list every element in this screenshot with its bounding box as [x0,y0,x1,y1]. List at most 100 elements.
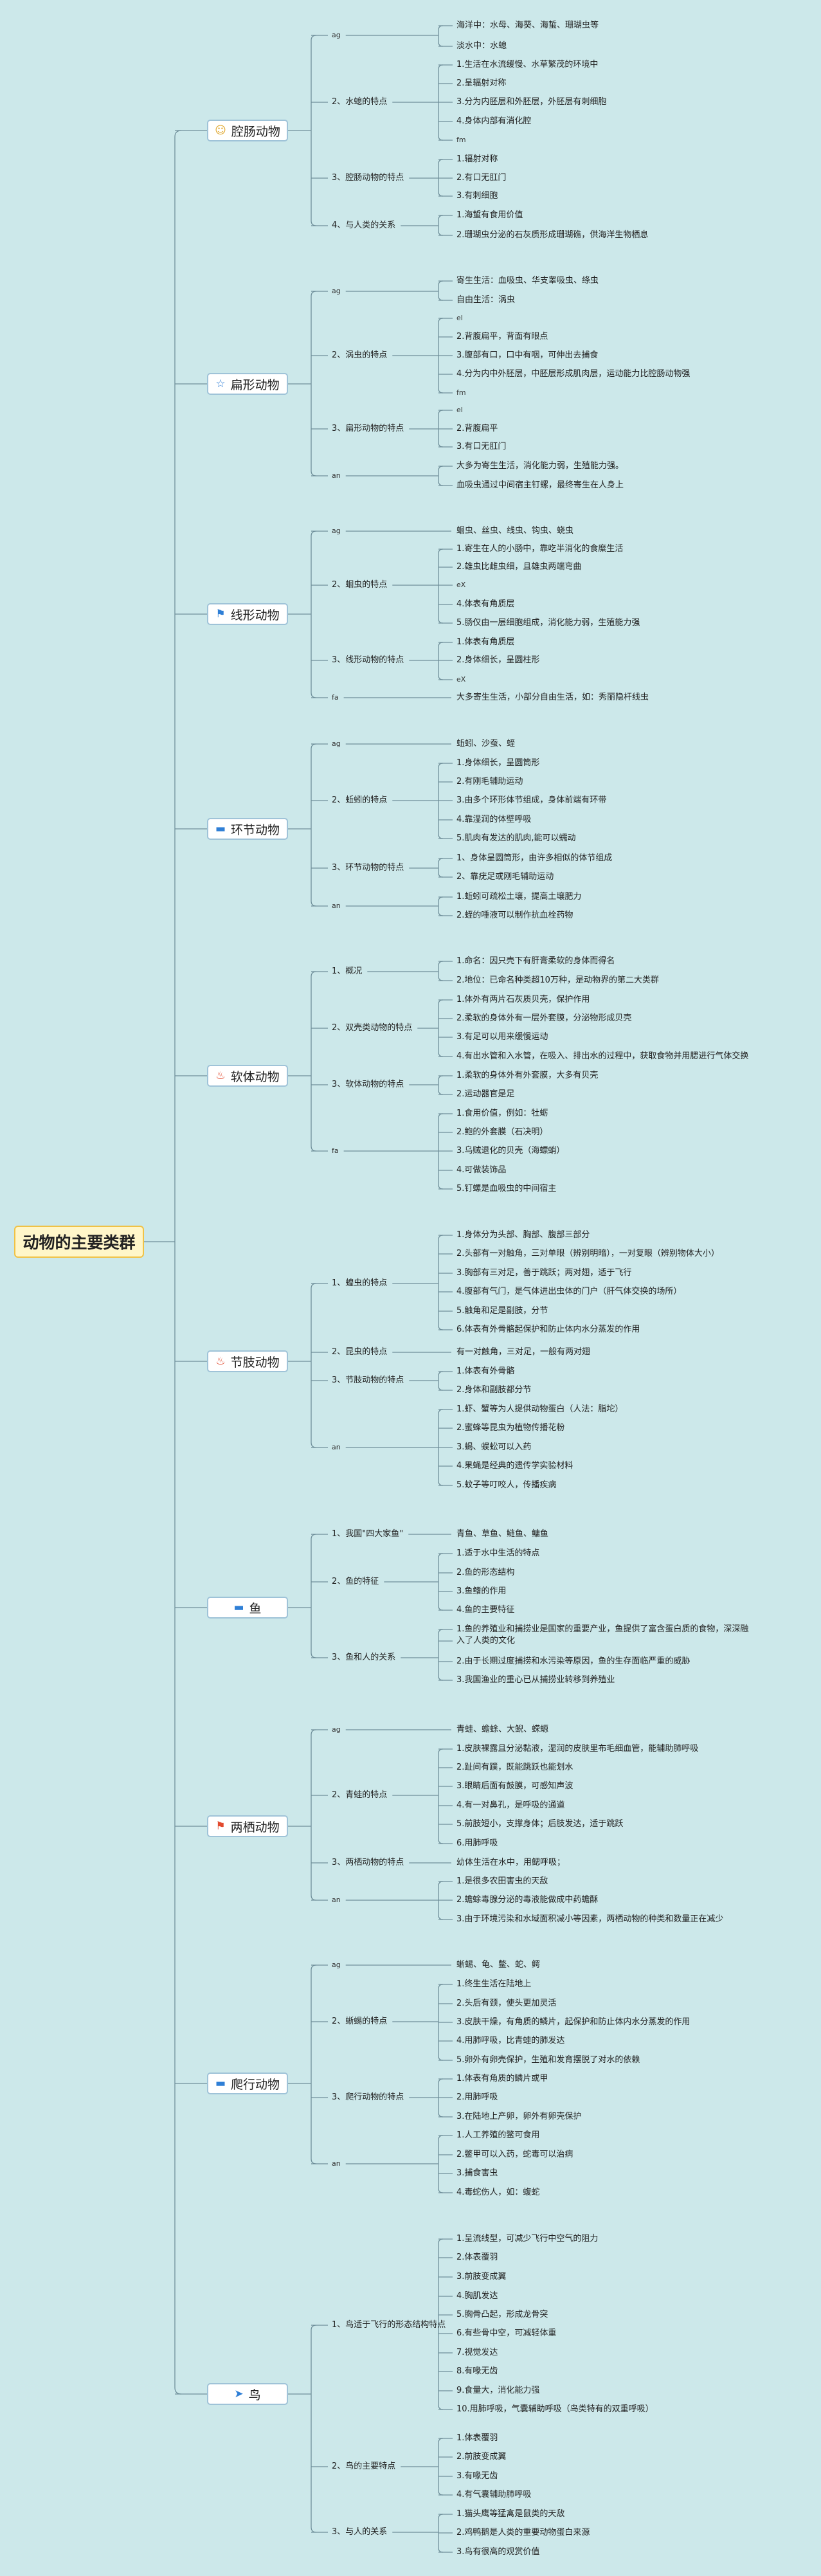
category-node: ☺腔肠动物 [207,120,288,141]
leaf-item: 5.肠仅由一层细胞组成，消化能力弱，生殖能力强 [456,618,640,628]
connector-line [174,130,182,2395]
leaf-item: 2.雄虫比雌虫细，且雄虫两端弯曲 [456,562,582,572]
leaf-item: 2.前肢变成翼 [456,2452,507,2462]
flag-red-icon: ⚑ [215,1819,226,1833]
leaf-item: 3.乌贼退化的贝壳（海螵蛸） [456,1146,565,1156]
leaf-item: 5.钉螺是血吸虫的中间宿主 [456,1184,557,1193]
leaf-item: 4.有一对鼻孔，是呼吸的通道 [456,1800,565,1810]
leaf-item: 6.用肺呼吸 [456,1838,498,1848]
section-label: ag [332,739,341,748]
root-node: 动物的主要类群 [14,1226,144,1258]
leaf-item: 自由生活：涡虫 [456,295,516,305]
leaf-item: 6.体表有外骨骼起保护和防止体内水分蒸发的作用 [456,1325,640,1334]
section-label: 2、双壳类动物的特点 [332,1023,413,1033]
connector-line [311,291,317,476]
leaf-item: 4.用肺呼吸，比青蛙的肺发达 [456,2036,565,2045]
connector-line [438,1748,444,1844]
leaf-item: 1.猫头鹰等猛禽是鼠类的天敌 [456,2509,565,2519]
category-label: 线形动物 [230,608,280,622]
leaf-item: 2.蟾蜍毒腺分泌的毒液能做成中药蟾酥 [456,1895,599,1905]
leaf-item: eX [456,581,466,589]
leaf-item: 2.有刚毛辅助运动 [456,777,523,786]
section-label: 3、与人的关系 [332,2527,388,2537]
leaf-item: 有一对触角，三对足，一般有两对翅 [456,1347,591,1357]
connector-line [311,1964,317,2164]
leaf-item: 4.毒蛇伤人，如：蝮蛇 [456,2188,540,2197]
leaf-item: 蛔虫、丝虫、线虫、钩虫、蛲虫 [456,526,574,536]
bars-icon: ▬ [233,1601,244,1614]
section-label: an [332,1896,341,1904]
leaf-item: 1.蚯蚓可疏松土壤，提高土壤肥力 [456,892,582,902]
section-label: 2、涡虫的特点 [332,350,388,360]
section-label: ag [332,1961,341,1969]
leaf-item: 1.终生生活在陆地上 [456,1979,532,1989]
section-label: ag [332,1725,341,1734]
connector-line [438,2135,444,2193]
section-label: an [332,471,341,480]
connector-line [311,35,317,226]
leaf-item: 大多为寄生生活，消化能力弱，生殖能力强。 [456,461,624,471]
connector-line [438,549,444,624]
leaf-item: 1.适于水中生活的特点 [456,1548,540,1558]
leaf-item: 5.前肢短小，支撑身体；后肢发达，适于跳跃 [456,1819,624,1829]
leaf-item: 1.辐射对称 [456,154,498,164]
leaf-item: 蚯蚓、沙蚕、蛭 [456,739,516,748]
leaf-item: 10.用肺呼吸，气囊辅助呼吸（鸟类特有的双重呼吸） [456,2404,654,2414]
section-label: 2、蜥蜴的特点 [332,2017,388,2026]
star-icon: ☆ [215,377,226,390]
leaf-item: 3.有刺细胞 [456,191,498,201]
leaf-item: 幼体生活在水中，用鳃呼吸； [456,1858,566,1867]
leaf-item: 3.鸟有很高的观赏价值 [456,2547,540,2557]
leaf-item: 2.地位：已命名种类超10万种，是动物界的第二大类群 [456,975,659,985]
leaf-item: 2.趾间有蹼，既能跳跃也能划水 [456,1763,573,1772]
leaf-item: 2.柔软的身体外有一层外套膜，分泌物形成贝壳 [456,1013,632,1023]
connector-line [311,743,317,907]
section-label: 1、我国"四大家鱼" [332,1529,404,1539]
connector-line [438,961,444,981]
category-label: 爬行动物 [231,2077,280,2092]
leaf-item: 青蛙、蟾蜍、大鲵、蝾螈 [456,1725,549,1734]
leaf-item: 4.有出水管和入水管，在吸入、排出水的过程中，获取食物并用腮进行气体交换 [456,1051,749,1061]
category-node: ➤鸟 [207,2383,288,2405]
section-label: 3、鱼和人的关系 [332,1653,396,1662]
section-label: an [332,1443,341,1451]
leaf-item: 1.皮肤裸露且分泌黏液，湿润的皮肤里布毛细血管，能辅助肺呼吸 [456,1744,699,1754]
section-label: 3、线形动物的特点 [332,655,404,665]
leaf-item: 1.生活在水流缓慢、水草繁茂的环境中 [456,60,599,69]
leaf-item: 青鱼、草鱼、鲢鱼、鳙鱼 [456,1529,549,1539]
section-label: 1、蝗虫的特点 [332,1278,388,1288]
leaf-item: 3.蝎、蜈蚣可以入药 [456,1442,532,1452]
leaf-item: 3.有足可以用来缓慢运动 [456,1032,548,1042]
category-label: 节肢动物 [230,1355,280,1370]
leaf-item: 2.蜜蜂等昆虫为植物传播花粉 [456,1423,565,1433]
leaf-item: 2.头部有一对触角，三对单眼（辨别明暗），一对复眼（辨别物体大小） [456,1249,719,1258]
section-label: 3、腔肠动物的特点 [332,173,404,183]
leaf-item: 4.有气囊辅助肺呼吸 [456,2490,532,2499]
leaf-item: 血吸虫通过中间宿主钉螺，最终寄生在人身上 [456,480,624,490]
category-label: 两栖动物 [230,1820,280,1835]
leaf-item: 2.鱼的形态结构 [456,1568,515,1577]
leaf-item: 3.由多个环形体节组成，身体前端有环带 [456,795,607,805]
leaf-item: 5.触角和足是副肢，分节 [456,1306,548,1316]
leaf-item: 2.体表覆羽 [456,2253,498,2262]
category-label: 腔肠动物 [231,124,280,139]
leaf-item: 3.皮肤干燥，有角质的鳞片，起保护和防止体内水分蒸发的作用 [456,2017,690,2027]
connector-line [438,466,444,486]
connector-line [438,1629,444,1681]
category-node: ▬鱼 [207,1597,288,1619]
leaf-item: 1.鱼的养殖业和捕捞业是国家的重要产业，鱼提供了富含蛋白质的食物，深深融 [456,1624,749,1634]
leaf-item: 3.鱼鳍的作用 [456,1586,507,1596]
connector-line [438,1235,444,1330]
section-label: 4、与人类的关系 [332,221,396,230]
leaf-item: 6.有些骨中空，可减轻体重 [456,2328,557,2338]
leaf-item: 3.眼睛后面有鼓膜，可感知声波 [456,1781,573,1791]
section-label: 2、青蛙的特点 [332,1790,388,1800]
leaf-item: 1.人工养殖的鳖可食用 [456,2130,540,2140]
category-label: 扁形动物 [230,377,280,392]
leaf-item: 1、身体呈圆筒形，由许多相似的体节组成 [456,853,613,863]
connector-line [438,280,444,301]
leaf-item: 2.鲍的外套膜（石决明） [456,1127,548,1137]
leaf-item: 2、靠疣足或刚毛辅助运动 [456,872,554,882]
connector-line [311,1534,317,1658]
